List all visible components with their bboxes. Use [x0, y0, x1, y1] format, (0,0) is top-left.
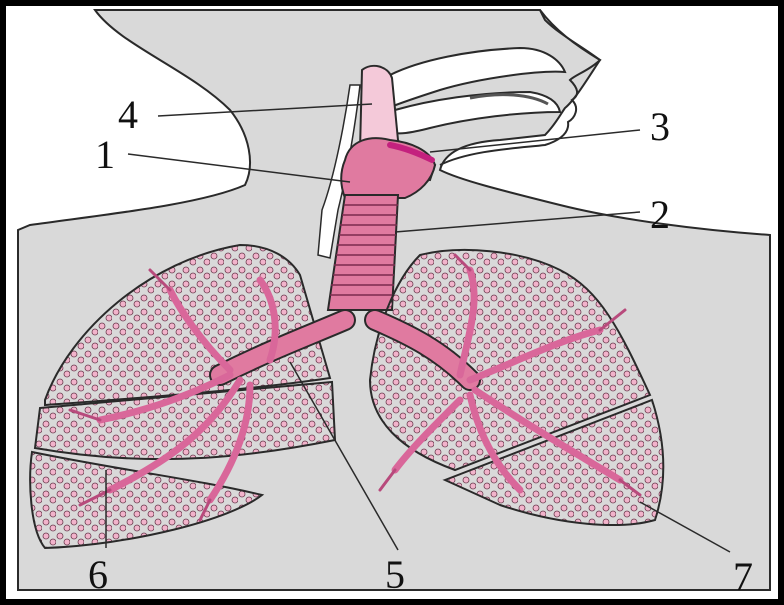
label-4: 4: [118, 92, 138, 137]
label-2: 2: [650, 192, 670, 237]
label-7: 7: [733, 554, 753, 599]
label-1: 1: [95, 132, 115, 177]
label-5: 5: [385, 552, 405, 597]
label-6: 6: [88, 552, 108, 597]
label-3: 3: [650, 104, 670, 149]
